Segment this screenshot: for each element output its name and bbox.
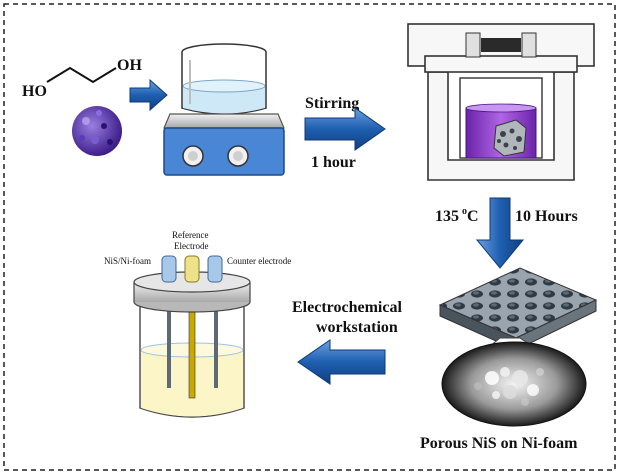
autoclave xyxy=(407,23,595,181)
nickel-precursor-sphere xyxy=(72,106,122,156)
autoclave-screw-icon xyxy=(481,38,521,52)
counter-electrode-cap-icon xyxy=(207,255,223,283)
temperature-degree: o xyxy=(462,206,467,217)
arrow-to-hotplate-icon xyxy=(129,78,168,112)
electrochemical-cell xyxy=(133,255,251,418)
stirring-beaker xyxy=(181,43,267,115)
reference-electrode-label-1: Reference xyxy=(172,230,208,240)
arrow-to-autoclave-icon xyxy=(304,107,386,151)
product-caption: Porous NiS on Ni-foam xyxy=(420,435,578,452)
sem-image xyxy=(441,341,587,427)
temperature-unit: C xyxy=(467,208,479,225)
hydroxyl-right-label: OH xyxy=(117,57,142,74)
dashed-border xyxy=(3,3,616,471)
reference-electrode-cap-icon xyxy=(184,255,200,283)
ethylene-glycol-structure: HO OH xyxy=(22,57,142,100)
workstation-label: workstation xyxy=(316,319,398,336)
ni-foam-piece-icon xyxy=(493,119,527,157)
counter-electrode-label: Counter electrode xyxy=(227,256,291,266)
working-electrode-label: NiS/Ni-foam xyxy=(104,256,151,266)
reference-electrode-rod xyxy=(188,299,196,399)
electrochemical-label: Electrochemical xyxy=(292,299,402,316)
hotplate-stirrer xyxy=(163,113,285,176)
duration-label: 10 Hours xyxy=(515,208,578,225)
counter-electrode-rod xyxy=(214,300,218,388)
stirring-label: Stirring xyxy=(305,95,359,112)
reference-electrode-label-2: Electrode xyxy=(174,241,208,251)
temperature-value: 135 xyxy=(435,208,459,225)
hydroxyl-left-label: HO xyxy=(22,83,47,100)
working-electrode-rod xyxy=(167,300,171,388)
working-electrode-cap-icon xyxy=(161,255,177,283)
arrow-to-cell-icon xyxy=(297,339,386,385)
stirring-duration-label: 1 hour xyxy=(311,154,356,171)
arrow-down-icon xyxy=(475,197,525,269)
